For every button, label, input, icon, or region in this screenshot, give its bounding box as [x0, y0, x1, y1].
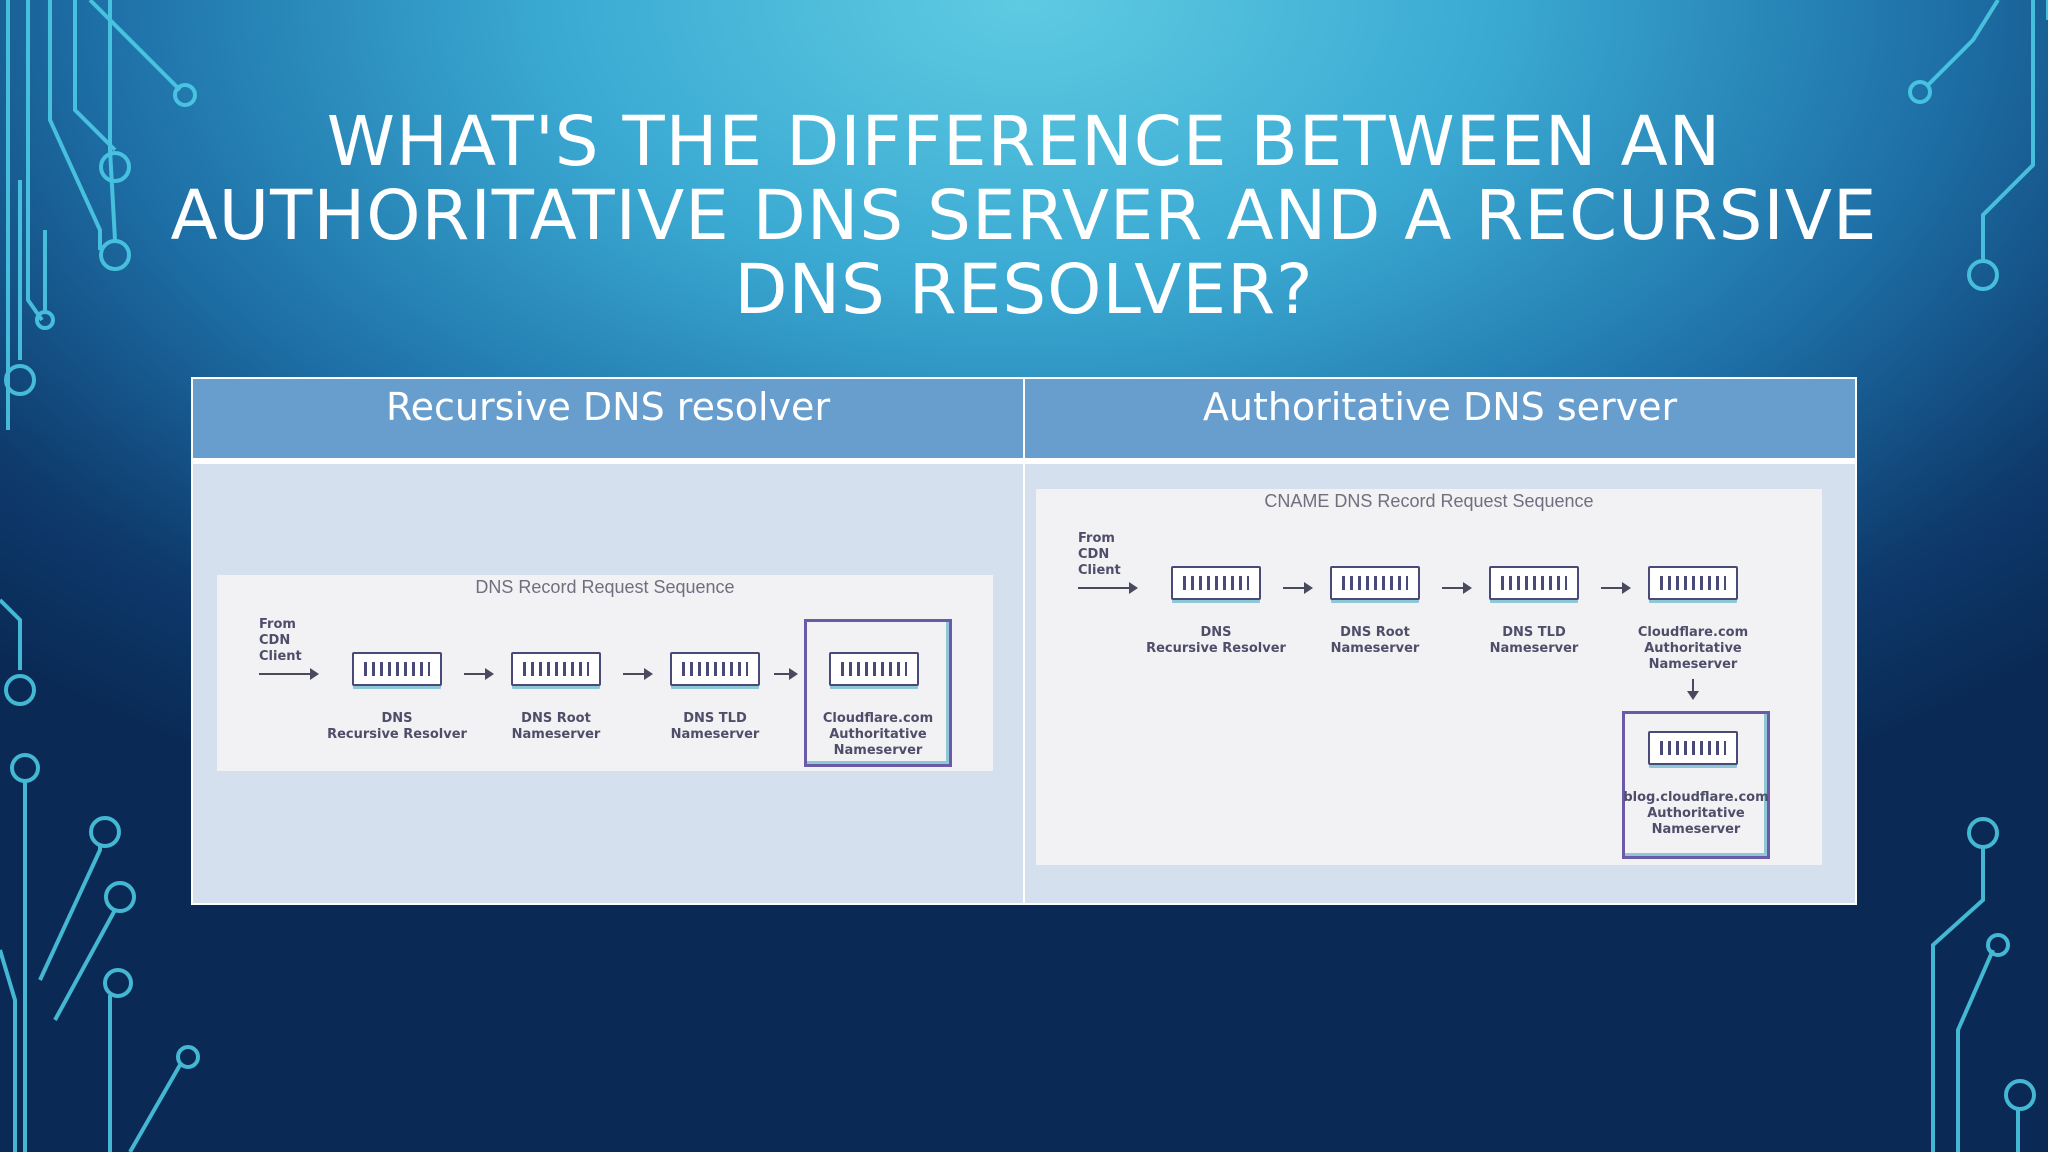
server-icon	[1171, 566, 1261, 600]
server-label: DNS TLD Nameserver	[1489, 625, 1579, 656]
slide-title: WHAT'S THE DIFFERENCE BETWEEN AN AUTHORI…	[170, 102, 1878, 330]
comparison-table: Recursive DNS resolver Authoritative DNS…	[191, 377, 1857, 905]
cname-sequence-diagram: CNAME DNS Record Request Sequence From C…	[1036, 489, 1822, 865]
diagram-title: DNS Record Request Sequence	[475, 577, 735, 597]
arrow-icon	[1601, 582, 1631, 594]
server-label: DNS TLD Nameserver	[670, 711, 760, 742]
server-icon	[1330, 566, 1420, 600]
diagram-title: CNAME DNS Record Request Sequence	[1264, 491, 1594, 511]
arrow-icon	[774, 668, 798, 680]
arrow-icon	[623, 668, 653, 680]
server-label: DNS Root Nameserver	[511, 711, 601, 742]
server-label: blog.cloudflare.com Authoritative Namese…	[1623, 790, 1769, 837]
server-label: DNS Root Nameserver	[1330, 625, 1420, 656]
server-label: DNS Recursive Resolver	[327, 711, 467, 742]
header-recursive-resolver: Recursive DNS resolver	[193, 379, 1023, 458]
server-label: Cloudflare.com Authoritative Nameserver	[822, 711, 934, 758]
server-icon	[1648, 731, 1738, 765]
from-client-label: From CDN Client	[259, 617, 302, 664]
arrow-icon	[1283, 582, 1313, 594]
server-icon	[1489, 566, 1579, 600]
server-icon	[1648, 566, 1738, 600]
circuit-decoration-right	[1908, 0, 2048, 1152]
highlighted-server-box	[804, 619, 952, 767]
server-label: Cloudflare.com Authoritative Nameserver	[1637, 625, 1749, 672]
down-arrow-icon	[1687, 679, 1699, 700]
dns-sequence-diagram: DNS Record Request Sequence From CDN Cli…	[217, 575, 993, 771]
from-client-label: From CDN Client	[1078, 531, 1121, 578]
circuit-decoration-left	[0, 0, 200, 1152]
server-icon	[670, 652, 760, 686]
table-header-row: Recursive DNS resolver Authoritative DNS…	[193, 379, 1855, 464]
arrow-icon	[464, 668, 494, 680]
cell-recursive-diagram: DNS Record Request Sequence From CDN Cli…	[193, 464, 1023, 903]
highlighted-server-box	[1622, 711, 1770, 859]
table-body-row: DNS Record Request Sequence From CDN Cli…	[193, 464, 1855, 903]
header-authoritative-server: Authoritative DNS server	[1023, 379, 1855, 458]
server-icon	[511, 652, 601, 686]
cell-authoritative-diagram: CNAME DNS Record Request Sequence From C…	[1023, 464, 1855, 903]
arrow-icon	[259, 668, 319, 680]
server-icon	[829, 652, 919, 686]
server-icon	[352, 652, 442, 686]
arrow-icon	[1442, 582, 1472, 594]
arrow-icon	[1078, 582, 1138, 594]
server-label: DNS Recursive Resolver	[1146, 625, 1286, 656]
